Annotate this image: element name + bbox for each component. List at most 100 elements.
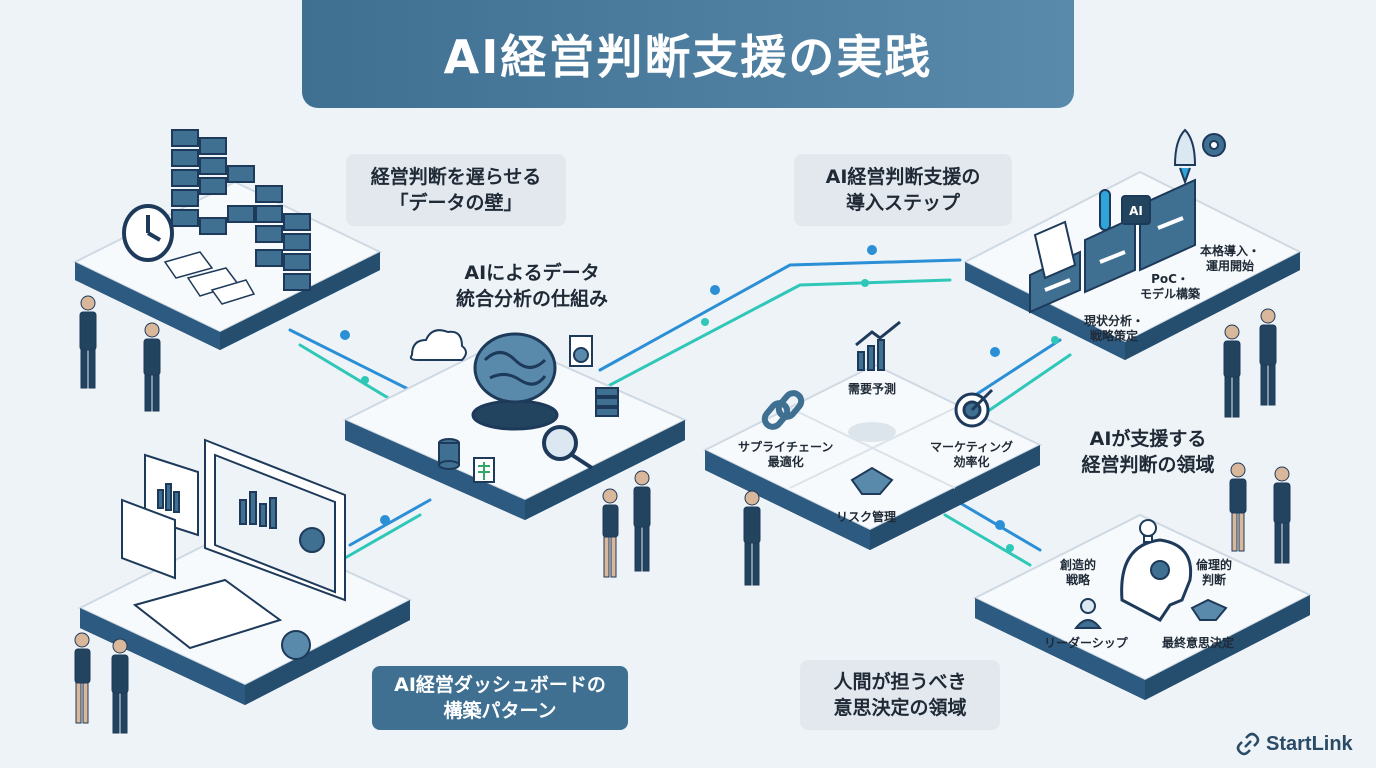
platform-data-wall xyxy=(72,129,383,350)
tile-label-marketing-line1: マーケティング xyxy=(930,440,1014,454)
flow-node xyxy=(710,285,720,295)
flow-node xyxy=(995,520,1005,530)
label-steps: AI経営判断支援の 導入ステップ xyxy=(794,154,1012,226)
leader-icon xyxy=(1073,598,1103,629)
label-data-wall-line1: 経営判断を遅らせる xyxy=(370,166,542,188)
human-label-final: 最終意思決定 xyxy=(1162,636,1235,650)
person-figure xyxy=(1259,308,1277,406)
flow-line-hub-to-dashboard-2 xyxy=(343,513,422,560)
step-label-analysis-line1: 現状分析・ xyxy=(1084,314,1145,328)
tile-label-risk: リスク管理 xyxy=(836,510,897,524)
target-icon xyxy=(954,388,994,428)
tile-label-demand: 需要予測 xyxy=(848,382,897,396)
tile-label-supply: サプライチェーン 最適化 xyxy=(738,440,833,470)
label-ai-support-line2: 経営判断の領域 xyxy=(1081,454,1215,476)
label-dashboard-line2: 構築パターン xyxy=(443,700,557,722)
human-label-leadership: リーダーシップ xyxy=(1044,636,1128,650)
ai-brain-icon xyxy=(471,332,559,431)
label-dashboard-line1: AI経営ダッシュボードの xyxy=(394,674,606,696)
step-label-deploy: 本格導入・ 運用開始 xyxy=(1200,244,1260,274)
flow-line-wall-to-hub xyxy=(288,328,412,392)
human-label-ethical-line2: 判断 xyxy=(1202,573,1227,587)
step-label-analysis-line2: 戦略策定 xyxy=(1090,329,1139,343)
platform-implementation-steps: AI xyxy=(962,128,1303,360)
human-label-creative-line2: 戦略 xyxy=(1066,573,1091,587)
tile-label-supply-line2: 最適化 xyxy=(767,455,804,469)
person-figure xyxy=(1223,324,1241,418)
human-label-creative: 創造的 戦略 xyxy=(1060,558,1096,588)
flow-line-hub-to-steps-2 xyxy=(608,278,952,387)
person-figure xyxy=(1273,466,1291,564)
step-label-deploy-line1: 本格導入・ xyxy=(1200,244,1261,258)
flow-line-wall-to-hub-2 xyxy=(298,343,402,407)
person-figure xyxy=(743,490,761,586)
flow-line-steps-to-support-2 xyxy=(973,353,1072,422)
flow-line-hub-to-dashboard xyxy=(348,498,432,547)
head-gear-icon xyxy=(1150,560,1170,580)
flow-lines xyxy=(288,258,1072,567)
cloud-icon xyxy=(409,329,467,361)
flow-node xyxy=(701,318,709,326)
label-integration-line1: AIによるデータ xyxy=(464,262,600,284)
ai-chip-label: AI xyxy=(1129,204,1143,218)
label-ai-support-line1: AIが支援する xyxy=(1089,428,1207,450)
flow-node xyxy=(1006,544,1014,552)
magnifier-icon xyxy=(542,425,594,470)
person-figure xyxy=(74,632,91,724)
label-data-wall: 経営判断を遅らせる 「データの壁」 xyxy=(346,154,566,226)
tile-label-supply-line1: サプライチェーン xyxy=(738,440,834,454)
rocket-icon xyxy=(1173,128,1197,185)
label-ai-support: AIが支援する 経営判断の領域 xyxy=(1060,424,1236,480)
label-integration: AIによるデータ 統合分析の仕組み xyxy=(432,254,632,318)
flow-node xyxy=(1051,336,1059,344)
gear-icon xyxy=(1202,133,1226,157)
handshake-icon xyxy=(850,466,894,495)
human-label-creative-line1: 創造的 xyxy=(1060,558,1097,572)
human-handshake-icon xyxy=(1190,598,1228,621)
floating-chart-panel-icon xyxy=(121,453,199,580)
dashboard-monitor-icon xyxy=(204,438,346,602)
ai-chip-icon xyxy=(1121,195,1151,225)
clock-icon xyxy=(122,204,174,262)
platform-ai-support xyxy=(702,320,1043,550)
link-icon xyxy=(1236,732,1260,756)
step-label-deploy-line2: 運用開始 xyxy=(1206,259,1255,273)
label-dashboard: AI経営ダッシュボードの 構築パターン xyxy=(372,666,628,730)
step-label-analysis: 現状分析・ 戦略策定 xyxy=(1084,314,1144,344)
flow-node xyxy=(340,330,350,340)
step-label-poc: PoC・ モデル構築 xyxy=(1140,272,1200,302)
page-title-banner: AI経営判断支援の実践 xyxy=(302,0,1074,108)
person-figure xyxy=(1229,462,1247,552)
network-diagram-icon xyxy=(1033,220,1077,280)
tile-label-marketing-line2: 効率化 xyxy=(953,455,990,469)
label-human-line1: 人間が担うべき xyxy=(833,671,967,693)
step-label-poc-line1: PoC・ xyxy=(1151,272,1189,286)
label-human-line2: 意思決定の領域 xyxy=(833,697,967,719)
label-data-wall-line2: 「データの壁」 xyxy=(389,192,523,214)
business-people xyxy=(74,295,1291,734)
tablet-report-icon xyxy=(132,578,311,660)
lightbulb-icon xyxy=(1139,519,1157,543)
flow-nodes xyxy=(340,245,1059,552)
label-human: 人間が担うべき 意思決定の領域 xyxy=(800,660,1000,730)
platform-dashboard xyxy=(77,438,413,705)
platform-integration-hub xyxy=(342,329,688,520)
page-title: AI経営判断支援の実践 xyxy=(443,30,933,84)
person-figure xyxy=(79,295,97,389)
growth-chart-icon xyxy=(855,320,901,371)
flow-node xyxy=(361,376,369,384)
scattered-documents-icon xyxy=(163,251,256,305)
flow-line-support-to-human-2 xyxy=(943,513,1032,567)
human-label-ethical-line1: 倫理的 xyxy=(1196,558,1233,572)
pie-chart-icon xyxy=(569,335,593,367)
person-figure xyxy=(143,322,161,412)
person-figure xyxy=(633,470,651,572)
human-head-icon xyxy=(1120,538,1193,622)
spreadsheet-icon xyxy=(473,457,495,483)
human-label-ethical: 倫理的 判断 xyxy=(1196,558,1232,588)
database-icon xyxy=(438,438,460,470)
platform-human-domain xyxy=(972,513,1313,700)
server-stack-icon xyxy=(595,387,619,417)
